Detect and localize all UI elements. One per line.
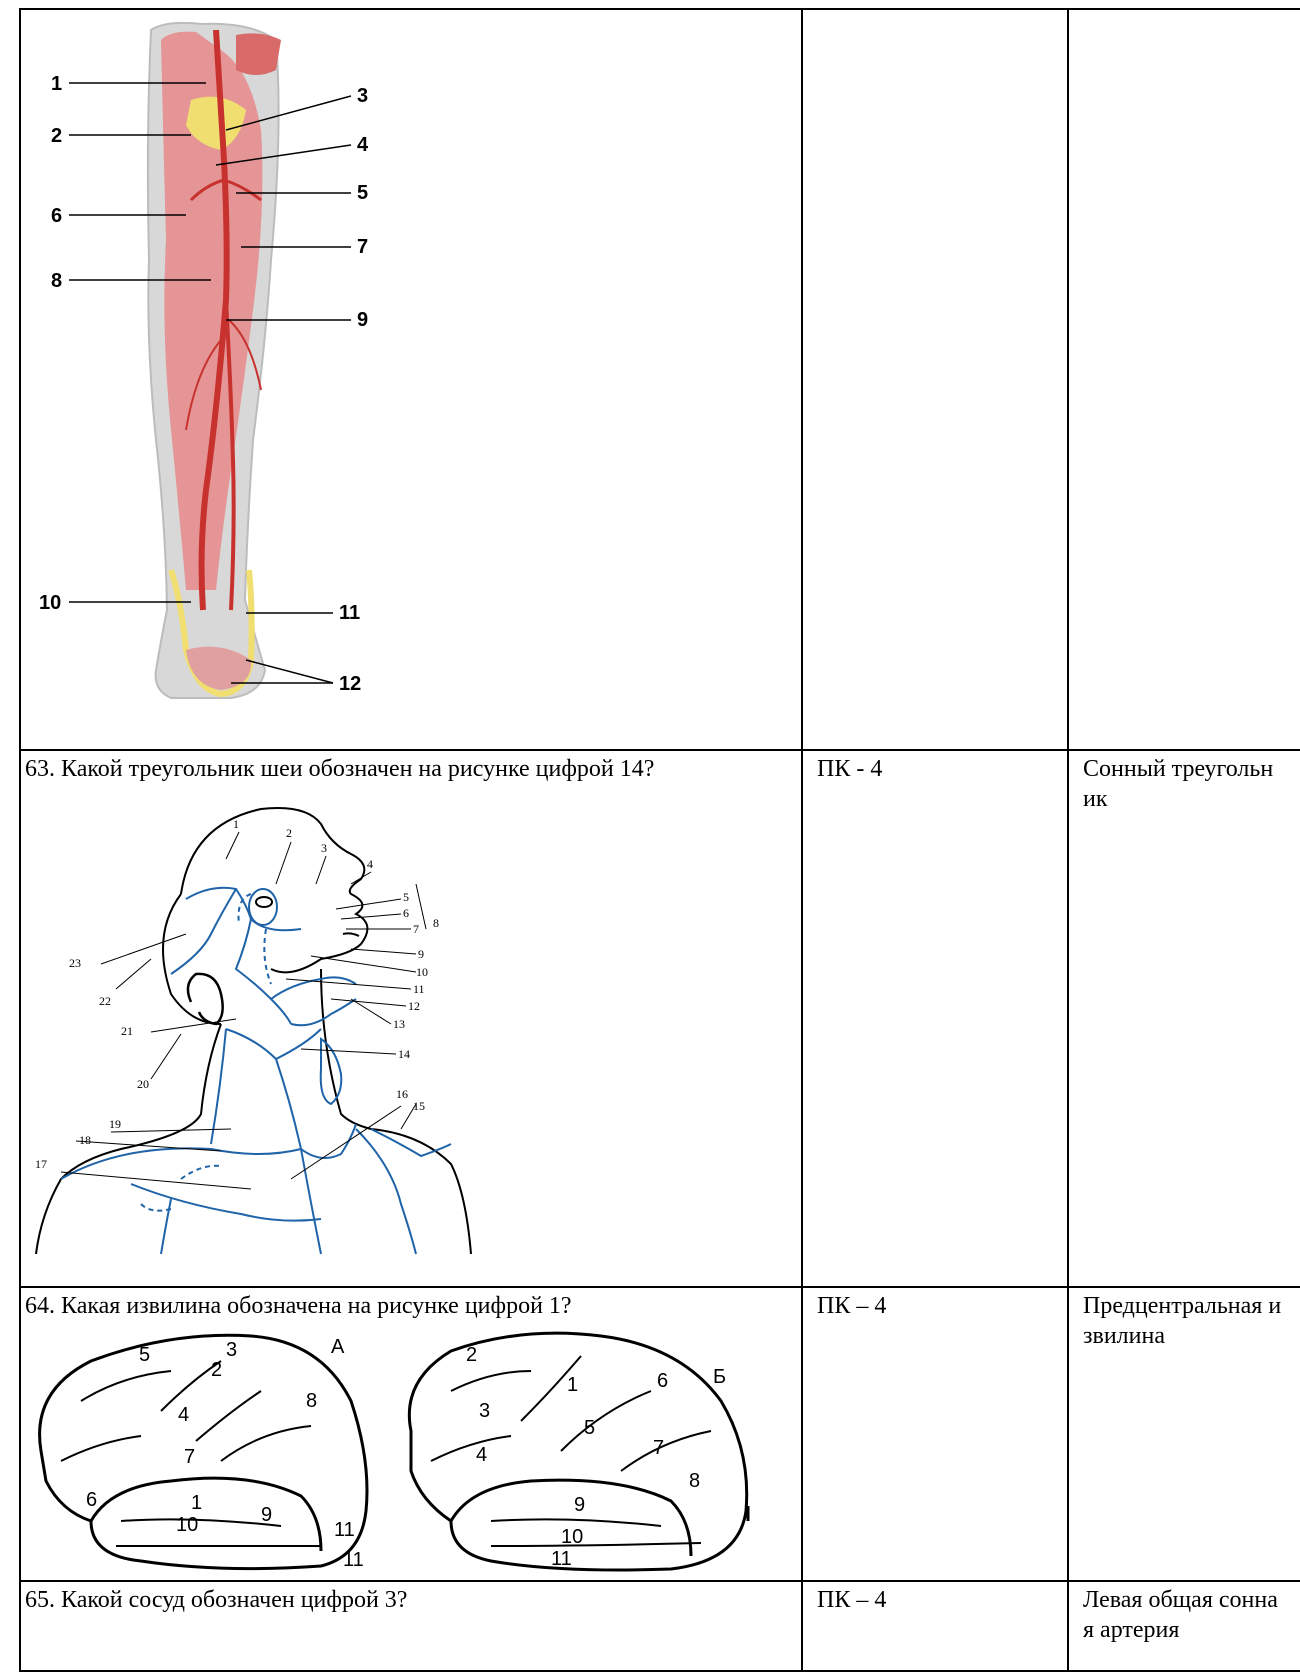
brain-a-label: 6	[86, 1489, 97, 1511]
leg-label: 1	[51, 73, 62, 95]
brain-gyri-figure: 5 3 2 4 8 7 6 1 9 10 11 11 А 2 3 1 6	[21, 1321, 801, 1579]
brain-a-label: 11	[334, 1519, 355, 1541]
brain-b-label: 11	[551, 1548, 572, 1570]
answer-text	[1069, 10, 1300, 13]
neck-label: 5	[403, 890, 409, 904]
competency-cell: ПК - 4	[802, 750, 1068, 1287]
neck-label: 1	[233, 817, 239, 831]
leg-label: 2	[51, 125, 62, 147]
brain-a-letter: А	[331, 1336, 345, 1358]
neck-label: 6	[403, 906, 409, 920]
table-row: 63. Какой треугольник шеи обозначен на р…	[20, 750, 1300, 1287]
neck-label: 12	[408, 999, 420, 1013]
question-cell: 1 2 3 4 5 6 7 8 9 10 11 12	[20, 9, 802, 750]
answer-cell: Предцентральная извилина	[1068, 1287, 1300, 1581]
answer-cell	[1068, 9, 1300, 750]
brain-b-label: 2	[466, 1344, 477, 1366]
brain-a-label: 8	[306, 1390, 317, 1412]
competency-code	[803, 10, 1067, 13]
answer-cell: Левая общая сонная артерия	[1068, 1581, 1300, 1671]
brain-a	[40, 1335, 367, 1568]
mouth	[343, 933, 359, 936]
leg-label: 4	[357, 134, 369, 156]
brain-a-label: 11	[343, 1549, 364, 1571]
table-row: 1 2 3 4 5 6 7 8 9 10 11 12	[20, 9, 1300, 750]
question-cell: 65. Какой сосуд обозначен цифрой 3?	[20, 1581, 802, 1671]
neck-label: 9	[418, 947, 424, 961]
leader-lines	[61, 832, 426, 1189]
competency-cell: ПК – 4	[802, 1581, 1068, 1671]
brain-b-label: 7	[653, 1437, 664, 1459]
questions-table: 1 2 3 4 5 6 7 8 9 10 11 12 63. Какой т	[19, 8, 1300, 1672]
leg-label: 11	[339, 602, 360, 624]
neck-label: 20	[137, 1077, 149, 1091]
brain-b-label: 9	[574, 1494, 585, 1516]
brain-a-label: 7	[184, 1446, 195, 1468]
brain-a-label: 2	[211, 1359, 222, 1381]
question-cell: 63. Какой треугольник шеи обозначен на р…	[20, 750, 802, 1287]
leg-label: 8	[51, 270, 62, 292]
brain-b-label: 6	[657, 1370, 668, 1392]
neck-label: 11	[413, 982, 425, 996]
neck-label: 7	[413, 922, 419, 936]
neck-label: 23	[69, 956, 81, 970]
answer-cell: Сонный треугольник	[1068, 750, 1300, 1287]
brain-a-label: 4	[178, 1404, 189, 1426]
neck-regions-figure: 1 2 3 4 5 6 7 8 9 10 11 12 13 14 15 16 1	[21, 784, 801, 1256]
neck-label: 16	[396, 1087, 408, 1101]
neck-label: 22	[99, 994, 111, 1008]
answer-text: Сонный треугольник	[1069, 751, 1300, 814]
table-row: 64. Какая извилина обозначена на рисунке…	[20, 1287, 1300, 1581]
leg-label: 9	[357, 309, 368, 331]
question-text: 63. Какой треугольник шеи обозначен на р…	[21, 751, 801, 784]
neck-label: 19	[109, 1117, 121, 1131]
question-text: 64. Какая извилина обозначена на рисунке…	[21, 1288, 801, 1321]
neck-label: 15	[413, 1099, 425, 1113]
competency-cell: ПК – 4	[802, 1287, 1068, 1581]
eye	[256, 897, 272, 907]
neck-label: 10	[416, 965, 428, 979]
neck-label: 18	[79, 1133, 91, 1147]
head-outline	[36, 808, 471, 1254]
leg-label: 3	[357, 85, 368, 107]
region-lines	[61, 888, 451, 1254]
brain-b-label: 3	[479, 1400, 490, 1422]
brain-b-label: 8	[689, 1470, 700, 1492]
brain-b-label: 1	[567, 1374, 578, 1396]
competency-code: ПК - 4	[803, 751, 1067, 784]
leg-label: 6	[51, 205, 62, 227]
leg-arteries-figure: 1 2 3 4 5 6 7 8 9 10 11 12	[21, 10, 801, 749]
question-text: 65. Какой сосуд обозначен цифрой 3?	[21, 1582, 801, 1615]
brain-b-label: 4	[476, 1444, 487, 1466]
neck-label: 4	[367, 857, 373, 871]
neck-label: 3	[321, 841, 327, 855]
brain-a-label: 5	[139, 1344, 150, 1366]
leg-label: 5	[357, 182, 368, 204]
competency-code: ПК – 4	[803, 1582, 1067, 1615]
table-row: 65. Какой сосуд обозначен цифрой 3? ПК –…	[20, 1581, 1300, 1671]
brain-a-label: 10	[176, 1514, 198, 1536]
question-cell: 64. Какая извилина обозначена на рисунке…	[20, 1287, 802, 1581]
answer-text: Левая общая сонная артерия	[1069, 1582, 1300, 1645]
tendon	[236, 33, 281, 75]
leg-label: 7	[357, 236, 368, 258]
brain-a-label: 9	[261, 1504, 272, 1526]
leg-label: 10	[39, 592, 61, 614]
neck-label: 8	[433, 916, 439, 930]
brain-b-letter: Б	[713, 1366, 726, 1388]
brain-a-label: 3	[226, 1339, 237, 1361]
competency-code: ПК – 4	[803, 1288, 1067, 1321]
neck-label: 17	[35, 1157, 47, 1171]
brain-b-label: 10	[561, 1526, 583, 1548]
neck-label: 2	[286, 826, 292, 840]
competency-cell	[802, 9, 1068, 750]
neck-label: 13	[393, 1017, 405, 1031]
brain-a-label: 1	[191, 1492, 202, 1514]
neck-label: 21	[121, 1024, 133, 1038]
neck-label: 14	[398, 1047, 410, 1061]
leg-label: 12	[339, 673, 361, 695]
brain-b-label: 5	[584, 1417, 595, 1439]
answer-text: Предцентральная извилина	[1069, 1288, 1300, 1351]
